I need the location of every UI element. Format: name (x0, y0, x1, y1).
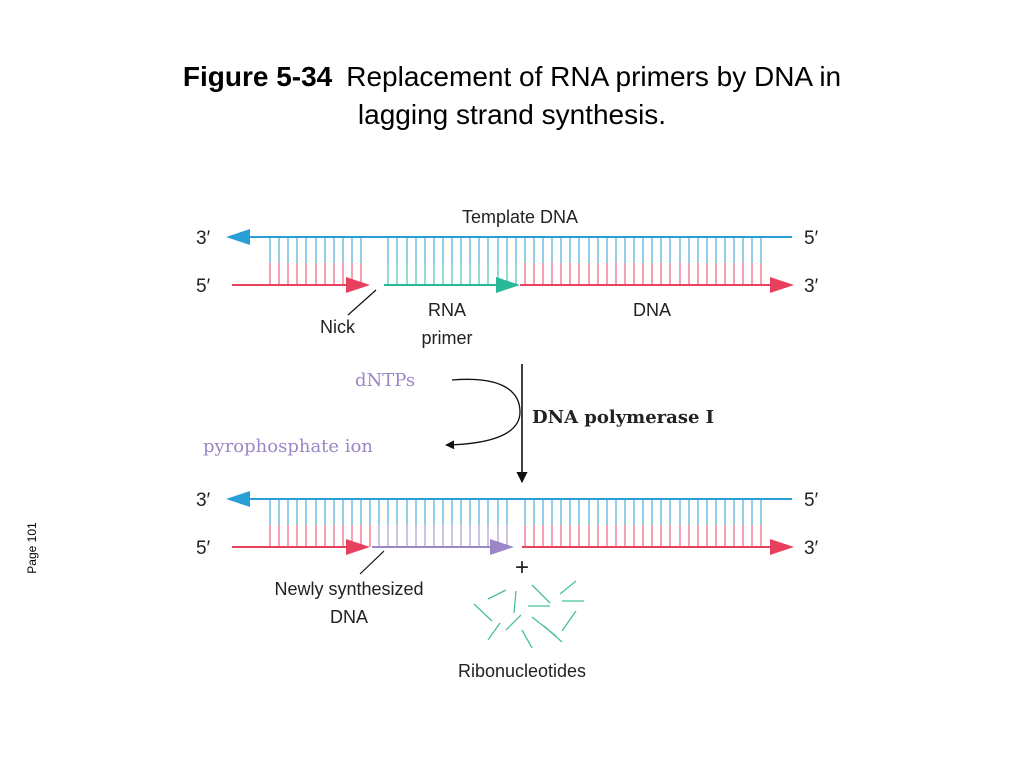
dna-arrowhead-left (346, 277, 370, 293)
bottom-strand-left-end: 5′ (196, 538, 211, 559)
caption-line-1: Replacement of RNA primers by DNA in (346, 61, 842, 92)
bottom-strand-right-end: 3′ (804, 538, 819, 559)
ribonucleotide-fragment (505, 614, 522, 631)
plus-sign: + (515, 554, 529, 581)
top-strand-right-end: 5′ (804, 228, 819, 249)
rna-arrowhead (496, 277, 520, 293)
dntps-label: dNTPs (355, 370, 415, 391)
nick-label: Nick (320, 317, 356, 337)
template-arrowhead (226, 229, 250, 245)
ribonucleotide-fragment (561, 610, 577, 632)
reaction: dNTPs pyrophosphate ion DNA polymerase I (203, 364, 714, 484)
figure-title: Figure 5-34 Replacement of RNA primers by… (0, 58, 1024, 134)
ribonucleotide-fragment (473, 603, 493, 622)
ribonucleotides-label: Ribonucleotides (458, 661, 586, 681)
top-strand-left-end: 3′ (196, 228, 211, 249)
bottom-panel: 3′ 5′ 5′ 3′ + Newly synthesized DNA Ribo… (196, 490, 819, 681)
rna-label-line-2: primer (421, 328, 472, 348)
dna-arrowhead-left (346, 539, 370, 555)
new-dna-label-line-2: DNA (330, 607, 368, 627)
ribonucleotide-fragment (531, 584, 551, 604)
bottom-strand-left-end: 5′ (196, 276, 211, 297)
enzyme-label: DNA polymerase I (532, 407, 714, 428)
dna-arrowhead-right (770, 539, 794, 555)
caption-line-2: lagging strand synthesis. (357, 99, 667, 130)
new-dna-label-line-1: Newly synthesized (274, 579, 423, 599)
template-arrowhead (226, 491, 250, 507)
ribonucleotide-fragment (521, 629, 533, 649)
pyrophosphate-label: pyrophosphate ion (203, 436, 373, 457)
rna-label-line-1: RNA (428, 300, 466, 320)
nick-pointer (347, 289, 377, 316)
ribonucleotide-fragment (487, 589, 507, 600)
new-dna-pointer (359, 550, 385, 575)
base-pair-rungs (269, 237, 762, 285)
top-strand-left-end: 3′ (196, 490, 211, 511)
base-pair-rungs (269, 499, 762, 547)
template-dna-label: Template DNA (462, 207, 578, 227)
top-strand-right-end: 5′ (804, 490, 819, 511)
ribonucleotide-fragments (473, 580, 584, 649)
title-line-1: Figure 5-34 Replacement of RNA primers by… (0, 58, 1024, 96)
new-dna-arrowhead (490, 539, 514, 555)
top-panel: Template DNA 3′ 5′ 5′ 3′ Nick RNA primer… (196, 207, 819, 348)
dna-arrowhead-right (770, 277, 794, 293)
ribonucleotide-fragment (513, 590, 517, 614)
ribonucleotide-fragment (487, 622, 501, 641)
side-arrow (445, 378, 521, 450)
ribonucleotide-fragment (559, 580, 577, 595)
dna-label: DNA (633, 300, 671, 320)
bottom-strand-right-end: 3′ (804, 276, 819, 297)
figure-number: Figure 5-34 (182, 61, 333, 92)
ribonucleotide-fragment (543, 625, 563, 643)
